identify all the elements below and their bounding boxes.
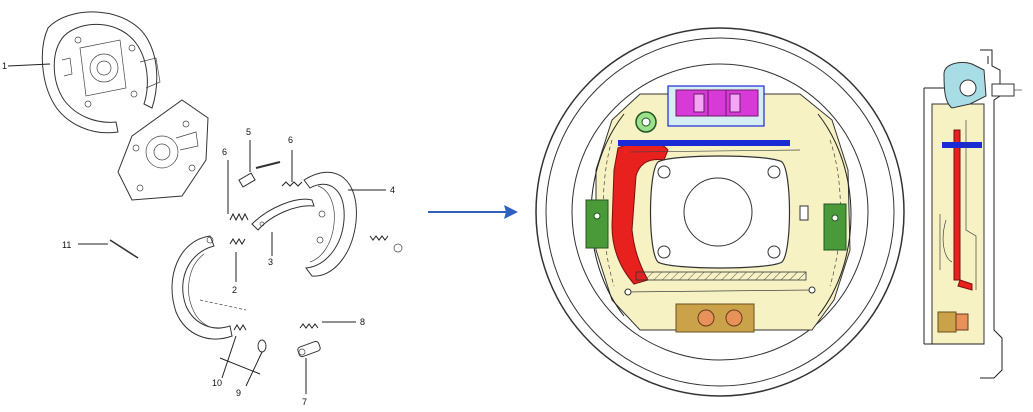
section-bolt bbox=[991, 83, 1015, 97]
washer bbox=[257, 339, 267, 353]
adjuster-pin-left bbox=[697, 309, 715, 327]
section-lever bbox=[953, 129, 961, 281]
parking-lever bbox=[251, 198, 315, 231]
section-adjuster bbox=[937, 311, 957, 333]
strut-bar bbox=[618, 140, 790, 146]
callout-10: 10 bbox=[212, 378, 222, 388]
shoe-lining-left bbox=[585, 199, 609, 249]
adjuster bbox=[297, 340, 321, 358]
brake-shoe-left bbox=[171, 235, 247, 340]
callout-9: 9 bbox=[236, 388, 241, 398]
exploded-view: 1 5 6 6 3 2 bbox=[2, 11, 403, 407]
adjuster-spring bbox=[229, 238, 246, 245]
callout-3: 3 bbox=[268, 257, 273, 267]
leader-line bbox=[7, 63, 51, 67]
callout-7: 7 bbox=[302, 397, 307, 407]
hub-carrier bbox=[117, 99, 209, 201]
callout-5: 5 bbox=[246, 127, 251, 137]
callout-1: 1 bbox=[2, 61, 7, 71]
spring-10 bbox=[233, 324, 247, 331]
lower-rod bbox=[635, 271, 807, 281]
section-strut bbox=[942, 142, 982, 148]
callout-2: 2 bbox=[232, 285, 237, 295]
spring-8 bbox=[299, 323, 319, 329]
spring-upper bbox=[281, 181, 303, 187]
spring-right bbox=[369, 235, 403, 253]
callout-6a: 6 bbox=[222, 147, 227, 157]
hold-down-pin bbox=[238, 161, 281, 188]
spring-left bbox=[229, 212, 249, 222]
callout-4: 4 bbox=[390, 185, 395, 195]
section-view bbox=[923, 49, 1022, 379]
assembled-view bbox=[535, 27, 905, 397]
callout-6b: 6 bbox=[288, 135, 293, 145]
brake-shoe-right bbox=[303, 171, 357, 277]
wheel-cylinder bbox=[675, 89, 759, 117]
direction-arrow bbox=[428, 205, 518, 219]
callout-11: 11 bbox=[62, 240, 71, 250]
adjuster-pin-right bbox=[725, 309, 743, 327]
callout-8: 8 bbox=[360, 317, 365, 327]
dust-shield bbox=[41, 11, 161, 134]
shoe-lining-right bbox=[823, 203, 847, 251]
